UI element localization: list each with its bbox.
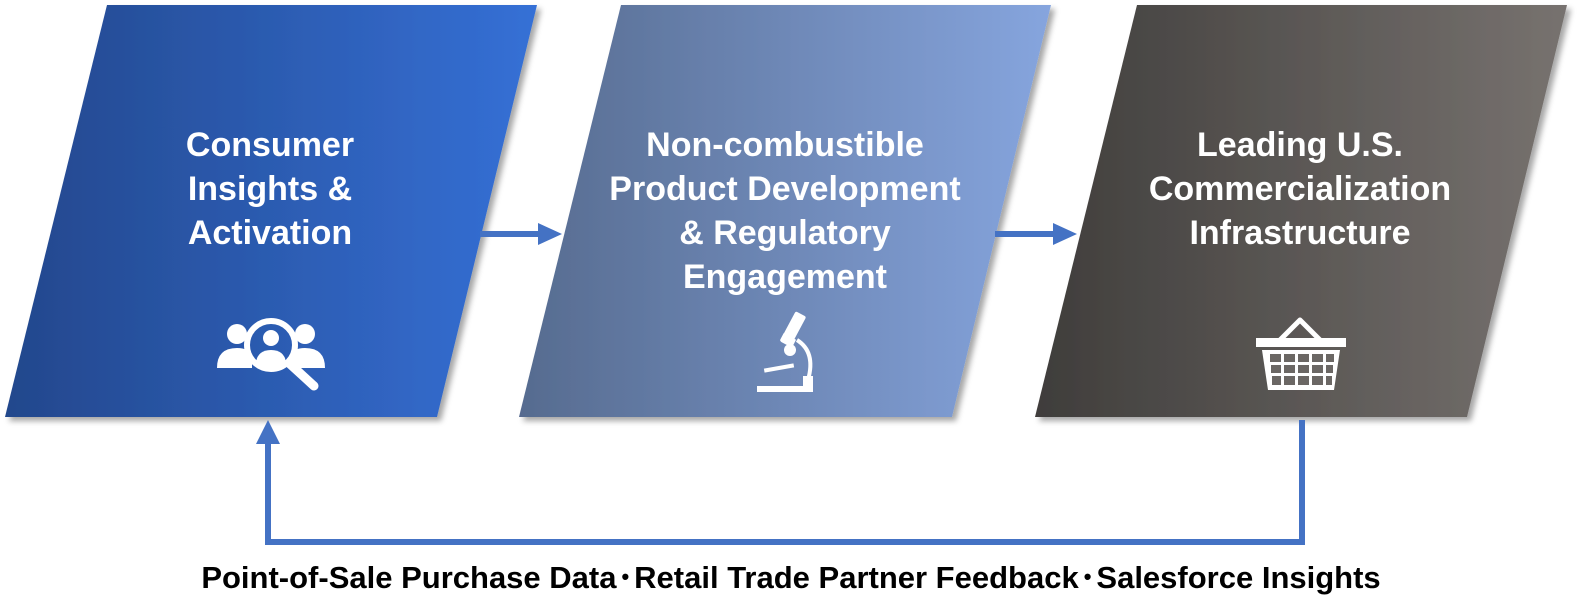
feedback-sources: Point-of-Sale Purchase Data•Retail Trade… <box>0 560 1582 596</box>
stage-1-title-line: Consumer <box>185 126 355 164</box>
stage-3-title-line: Infrastructure <box>1189 214 1411 252</box>
stage-1-title-line: Insights & <box>187 170 353 208</box>
bullet-separator: • <box>621 564 630 589</box>
feedback-source: Salesforce Insights <box>1096 560 1381 595</box>
stage-1-title: Consumer Insights & Activation <box>120 123 420 255</box>
arrow-stage1-to-stage2 <box>480 223 562 245</box>
feedback-source: Retail Trade Partner Feedback <box>634 560 1079 595</box>
stage-1-shape <box>5 5 537 417</box>
stage-3-title: Leading U.S. Commercialization Infrastru… <box>1120 123 1480 255</box>
stage-3-title-line: Commercialization <box>1148 170 1452 208</box>
stage-1-title-line: Activation <box>187 214 353 252</box>
stage-2-title: Non-combustible Product Development & Re… <box>585 123 985 299</box>
feedback-source: Point-of-Sale Purchase Data <box>201 560 617 595</box>
bullet-separator: • <box>1083 564 1092 589</box>
consumer-insights-icon <box>217 318 325 391</box>
stage-2-shape <box>519 5 1051 417</box>
stage-2-title-line: & Regulatory <box>679 214 891 252</box>
feedback-loop-arrow <box>256 420 1305 545</box>
stage-2-title-line: Product Development <box>609 170 961 208</box>
microscope-icon <box>757 311 813 392</box>
stage-3-shape <box>1035 5 1567 417</box>
arrow-stage2-to-stage3 <box>995 223 1077 245</box>
stage-2-title-line: Engagement <box>682 258 888 296</box>
stage-2-title-line: Non-combustible <box>646 126 924 164</box>
shopping-basket-icon <box>1256 317 1346 390</box>
stage-3-title-line: Leading U.S. <box>1197 126 1403 164</box>
